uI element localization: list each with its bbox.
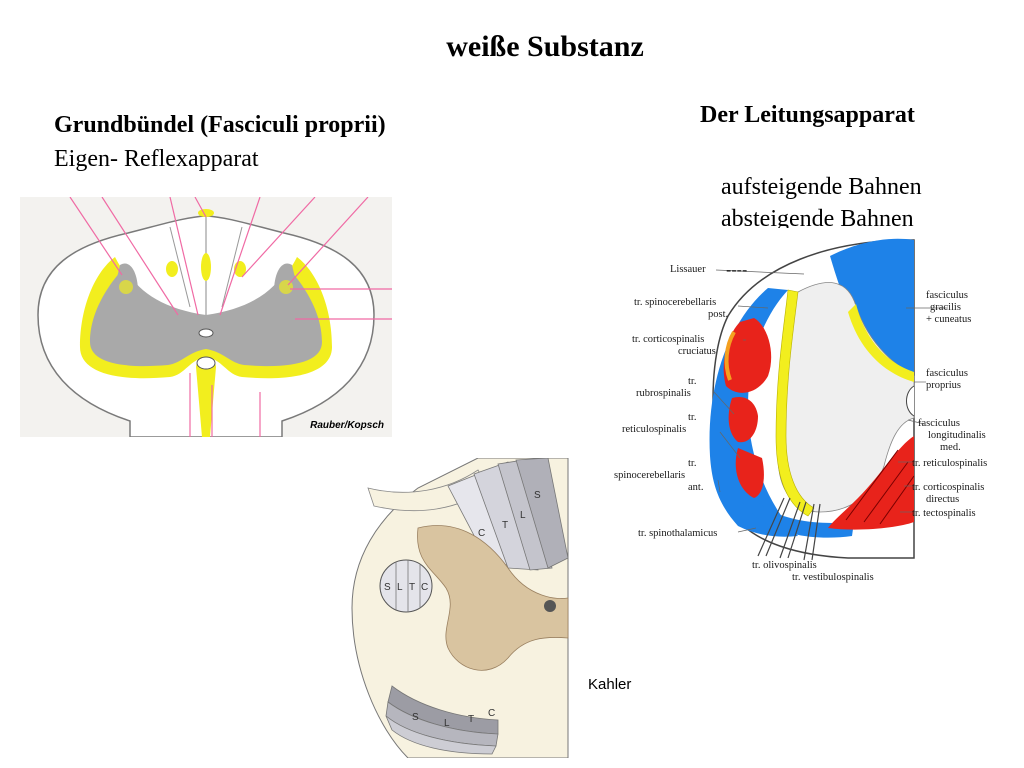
letter-top-1: T [502, 520, 508, 531]
label-reticulo-left-1: tr. [688, 412, 696, 423]
ventral-lamination [385, 685, 499, 755]
descending-tracts-label: absteigende Bahnen [721, 206, 914, 228]
letter-top-0: C [478, 528, 485, 539]
ventral-fissure-yellow [196, 359, 216, 437]
letter-side-0: S [384, 582, 391, 593]
anterior-tract-divisions [845, 449, 915, 525]
dorsal-yellow-mid [201, 253, 211, 281]
label-rubro-2: rubrospinalis [636, 388, 691, 399]
ventral-root-fibers [757, 497, 821, 561]
letter-side-1: L [397, 582, 403, 593]
left-credit: Rauber/Kopsch [310, 420, 384, 431]
label-lissauer: Lissauer [670, 264, 706, 275]
fasciculus-gracilis-cuneatus [830, 238, 914, 372]
label-reticulo-right: tr. reticulospinalis [912, 458, 987, 469]
label-corticosp-cruc-2: cruciatus [678, 346, 716, 357]
label-corticosp-cruc-1: tr. corticospinalis [632, 334, 704, 345]
label-corticosp-dir-1: tr. corticospinalis [912, 482, 984, 493]
letter-bottom-0: S [412, 712, 419, 723]
dorsal-yellow-left [166, 261, 178, 277]
corticospinal-highlight [724, 331, 736, 381]
pointer-lines [69, 197, 392, 437]
anterior-median-notch [906, 385, 915, 417]
anterior-commissure [196, 356, 216, 370]
letter-side-2: T [409, 582, 415, 593]
label-fasc-long-2: longitudinalis [928, 430, 986, 441]
dorsal-letters: C T L S [478, 490, 541, 539]
dorsal-yellow-top [198, 209, 214, 217]
fasciculus-proprius-left [775, 289, 815, 517]
label-corticosp-dir-2: directus [926, 494, 959, 505]
bottom-letters: S L T C [412, 708, 495, 729]
rubrospinal-tract [728, 396, 758, 443]
right-heading: Der Leitungsapparat [700, 102, 915, 128]
label-fasc-long-3: med. [940, 442, 961, 453]
label-spinocereb-ant-2: spinocerebellaris [614, 470, 685, 481]
label-spinocereb-post-1: tr. spinocerebellaris [634, 297, 716, 308]
letter-top-3: S [534, 490, 541, 501]
spinothalamic-tract [740, 492, 854, 538]
label-fasc-grac-1: fasciculus [926, 290, 968, 301]
fasciculus-proprius-right [848, 304, 914, 382]
letter-bottom-2: T [468, 714, 474, 725]
bottom-credit: Kahler [588, 676, 632, 693]
lateral-corticospinal-tract [723, 318, 772, 393]
letter-bottom-3: C [488, 708, 495, 719]
label-reticulo-left-2: reticulospinalis [622, 424, 686, 435]
label-olivospinalis: tr. olivospinalis [752, 560, 817, 571]
fasciculi-proprii-diagram: Rauber/Kopsch [20, 197, 392, 437]
left-subtitle: Eigen- Reflexapparat [54, 146, 259, 172]
page-title: weiße Substanz [446, 30, 644, 63]
dorsal-septa [169, 226, 243, 308]
dorsal-column-lamination [447, 458, 569, 571]
label-spinocereb-ant-1: tr. [688, 458, 696, 469]
reticulospinal-tract-left [735, 448, 764, 498]
label-fasc-grac-2: gracilis [930, 302, 961, 313]
lateral-lamination-lines [395, 560, 421, 612]
label-fasc-grac-3: + cuneatus [926, 314, 971, 325]
label-fasc-prop-1: fasciculus [926, 368, 968, 379]
label-fasc-long-1: fasciculus [918, 418, 960, 429]
tract-half-section-diagram: Lissauer tr. spinocerebellaris post. tr.… [614, 238, 987, 583]
letter-top-2: L [520, 510, 526, 521]
dorsal-nucleus-left [119, 280, 133, 294]
label-fasc-prop-2: proprius [926, 380, 961, 391]
lateral-lamination-circle [379, 559, 433, 613]
label-vestibulospinalis: tr. vestibulospinalis [792, 572, 874, 583]
label-rubro-1: tr. [688, 376, 696, 387]
label-spinocereb-ant-3: ant. [688, 482, 703, 493]
left-heading: Grundbündel (Fasciculi proprii) [54, 112, 386, 138]
letter-side-3: C [421, 582, 428, 593]
central-canal [198, 328, 214, 338]
letter-bottom-1: L [444, 718, 450, 729]
label-spinothalamicus: tr. spinothalamicus [638, 528, 717, 539]
leader-lines [713, 269, 948, 533]
label-tectospinalis: tr. tectospinalis [912, 508, 976, 519]
somatotopy-diagram: C T L S S L T C S L T C [348, 458, 578, 758]
gray-matter-tan [417, 525, 569, 671]
side-letters: S L T C [384, 582, 428, 593]
ascending-tracts-label: aufsteigende Bahnen [721, 174, 922, 200]
dash-marker: ---- [726, 262, 748, 279]
central-canal-dot [544, 600, 556, 612]
label-spinocereb-post-2: post. [708, 309, 728, 320]
gray-matter [90, 267, 322, 367]
